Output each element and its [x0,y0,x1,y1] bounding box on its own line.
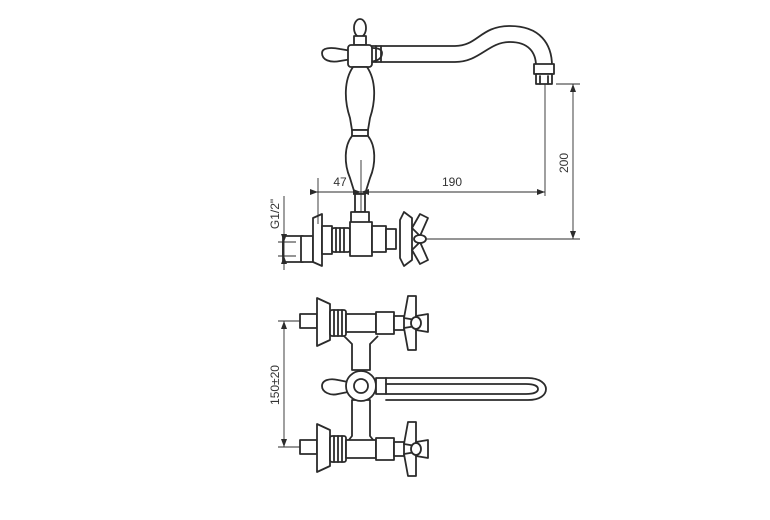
thread-dimension: G1/2" [268,196,296,270]
dim-200-label: 200 [557,153,571,173]
vertical-dimension-height: 200 [556,83,580,239]
centers-dimension: 150±20 [268,320,300,448]
dim-centers-label: 150±20 [268,365,282,405]
spout [371,25,555,85]
top-handle [321,18,383,68]
hub-knob [321,378,349,396]
cross-handle-side [399,211,429,267]
lower-valve [299,423,405,473]
upper-valve [299,297,405,347]
front-view: 150±20 [268,295,547,477]
dim-47-label: 47 [333,175,347,189]
dim-190-label: 190 [442,175,462,189]
side-elevation-view: 47 190 200 G1/2" [268,18,580,270]
front-spout [375,377,547,401]
center-hub [345,370,377,402]
horizontal-dimensions: 47 190 [310,84,546,224]
dim-thread-label: G1/2" [268,199,282,229]
wall-connector [282,213,397,267]
column-body [344,66,376,227]
cross-handle-lower [403,421,429,477]
cross-handle-upper [403,295,429,351]
